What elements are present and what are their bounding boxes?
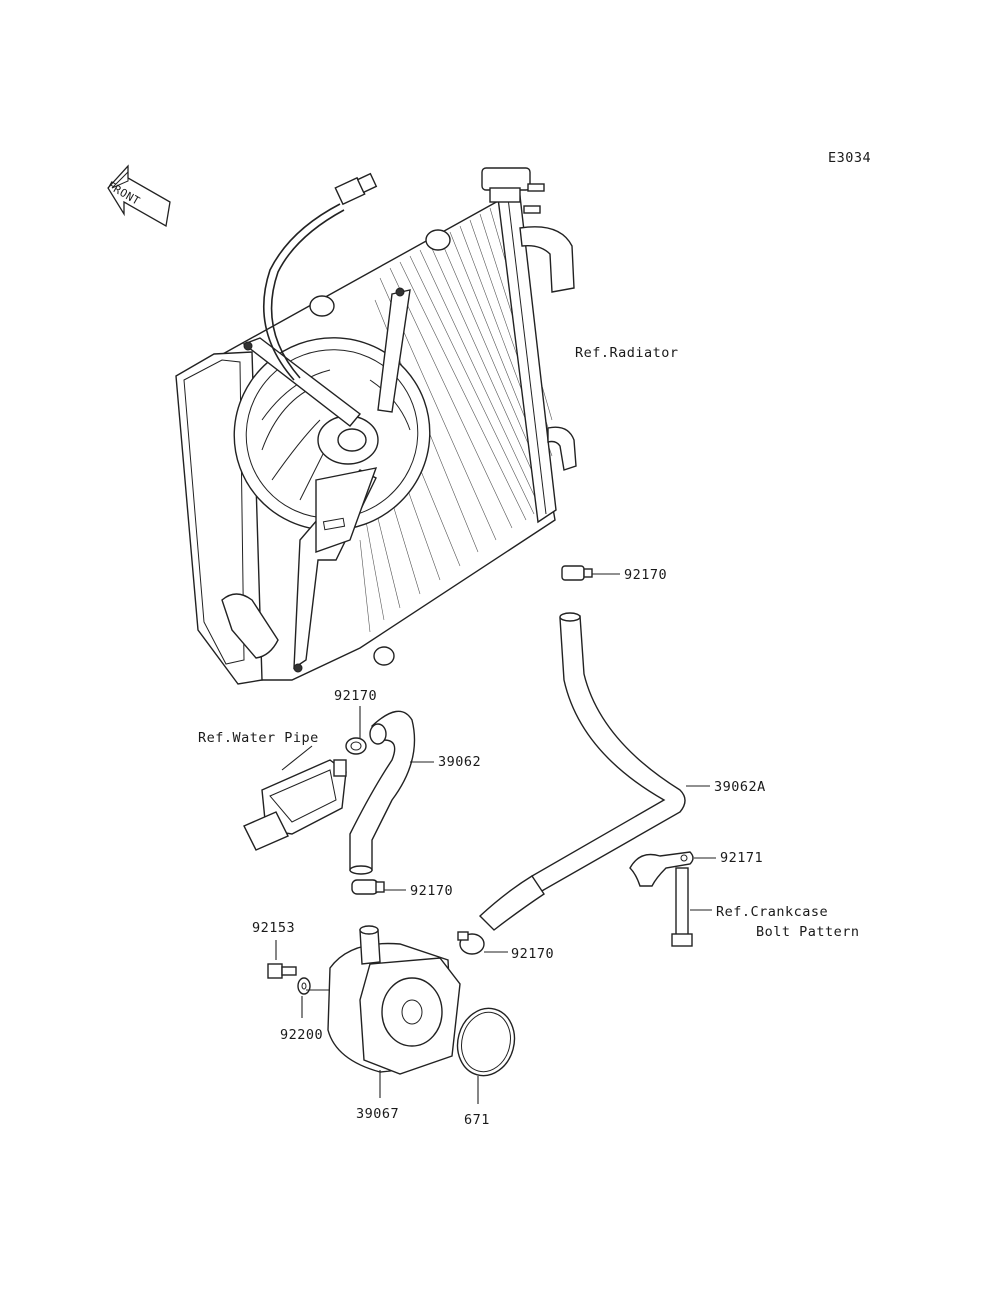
water-pipe [243,745,347,851]
label-bolt-92153: 92153 [252,920,296,936]
hose-clamp-cooler-right [457,931,508,955]
label-clamp-cooler-right: 92170 [511,946,555,962]
label-washer-92200: 92200 [280,1027,324,1043]
label-ref-crankcase-2: Bolt Pattern [756,924,860,940]
bracket-92171 [629,851,716,887]
hose-39062 [349,710,434,875]
front-direction-arrow-icon [107,164,171,228]
label-oil-cooler-39067: 39067 [356,1106,400,1122]
hose-clamp-waterpipe [345,706,367,755]
hose-39062a [478,612,710,931]
label-hose-39062a: 39062A [714,779,766,795]
oil-cooler-39067 [306,925,461,1098]
washer-92200 [297,977,311,1018]
label-ref-radiator: Ref.Radiator [575,345,679,361]
label-hose-39062: 39062 [438,754,482,770]
bolt-92153 [267,940,297,979]
label-bracket-92171: 92171 [720,850,764,866]
label-clamp-cooler-top: 92170 [410,883,454,899]
label-clamp-upper: 92170 [624,567,668,583]
label-oring-671: 671 [464,1112,490,1128]
oring-671 [456,1007,516,1104]
label-ref-crankcase-1: Ref.Crankcase [716,904,829,920]
crankcase-bolt [671,867,712,947]
hose-clamp-upper [561,565,620,581]
label-clamp-waterpipe: 92170 [334,688,378,704]
hose-clamp-cooler-top [351,879,406,895]
label-ref-water-pipe: Ref.Water Pipe [198,730,319,746]
cooling-fan [233,172,431,673]
diagram-code: E3034 [828,150,872,166]
